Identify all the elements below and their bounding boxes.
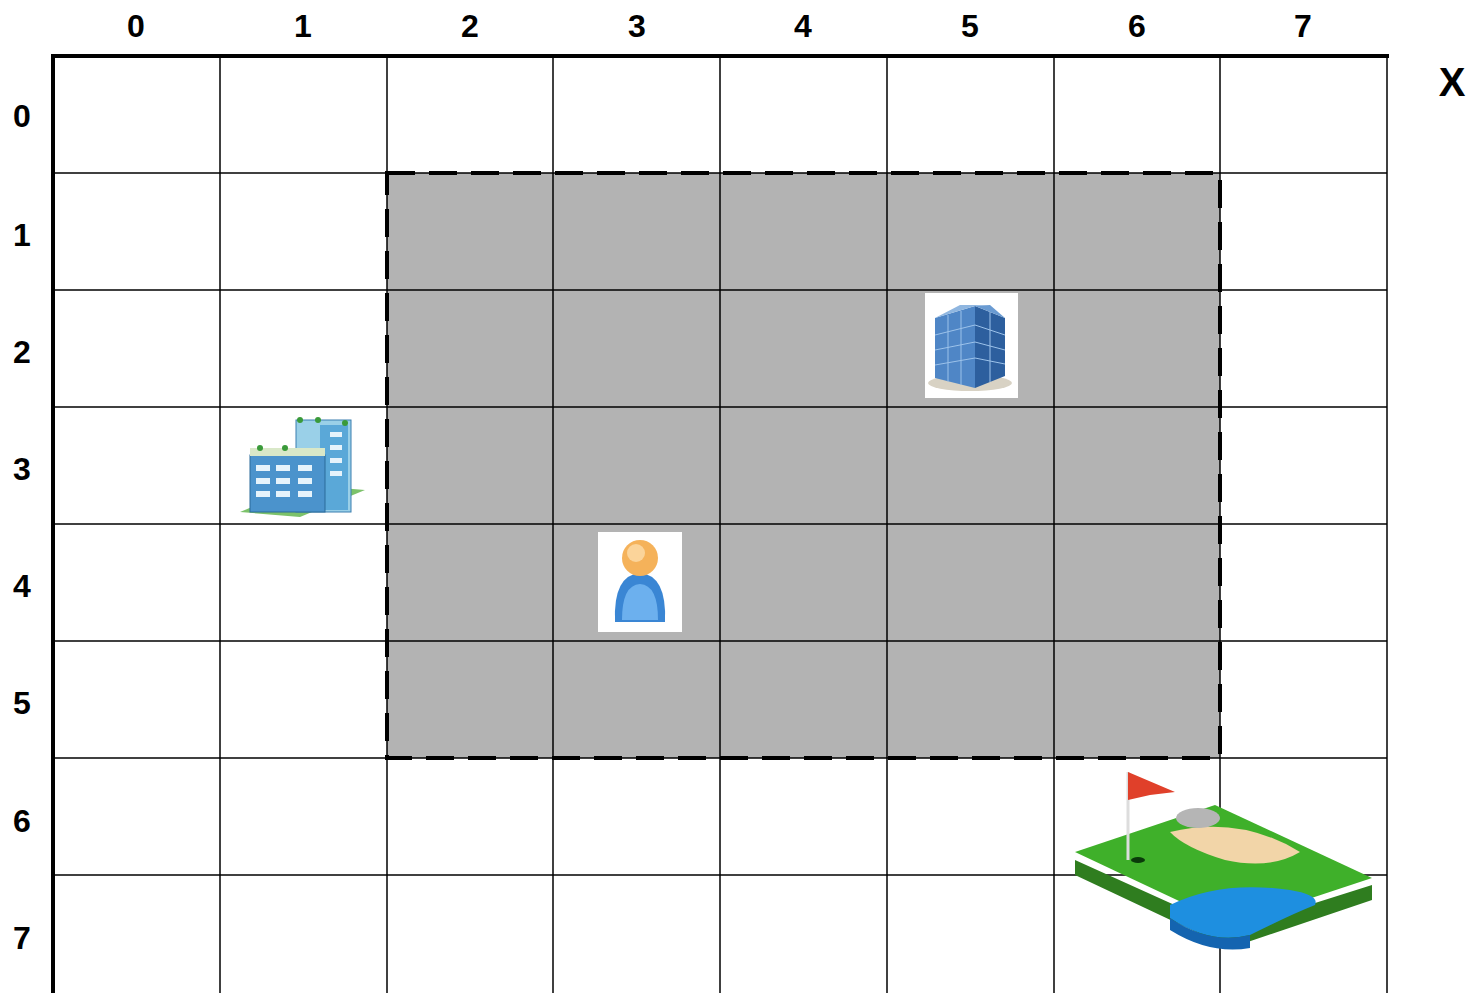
building-icon bbox=[240, 417, 365, 517]
column-number: 2 bbox=[461, 10, 479, 42]
row-number: 0 bbox=[13, 100, 31, 132]
x-axis bbox=[51, 54, 1389, 58]
row-number: 5 bbox=[13, 687, 31, 719]
column-number: 1 bbox=[294, 10, 312, 42]
office-tower-icon bbox=[925, 293, 1018, 398]
row-number: 1 bbox=[13, 219, 31, 251]
shaded-region bbox=[387, 173, 1220, 758]
grid-lines bbox=[53, 56, 1387, 993]
row-number: 3 bbox=[13, 453, 31, 485]
row-number: 6 bbox=[13, 805, 31, 837]
column-number: 7 bbox=[1294, 10, 1312, 42]
column-number: 0 bbox=[127, 10, 145, 42]
y-axis bbox=[51, 54, 55, 993]
region-border bbox=[387, 173, 1220, 758]
golf-course-icon bbox=[1075, 772, 1372, 950]
column-number: 6 bbox=[1128, 10, 1146, 42]
row-number: 2 bbox=[13, 336, 31, 368]
axis-label: X bbox=[1439, 62, 1466, 102]
person-icon bbox=[598, 532, 682, 632]
column-number: 3 bbox=[628, 10, 646, 42]
row-number: 4 bbox=[13, 570, 31, 602]
column-number: 4 bbox=[794, 10, 812, 42]
column-number: 5 bbox=[961, 10, 979, 42]
row-number: 7 bbox=[13, 922, 31, 954]
